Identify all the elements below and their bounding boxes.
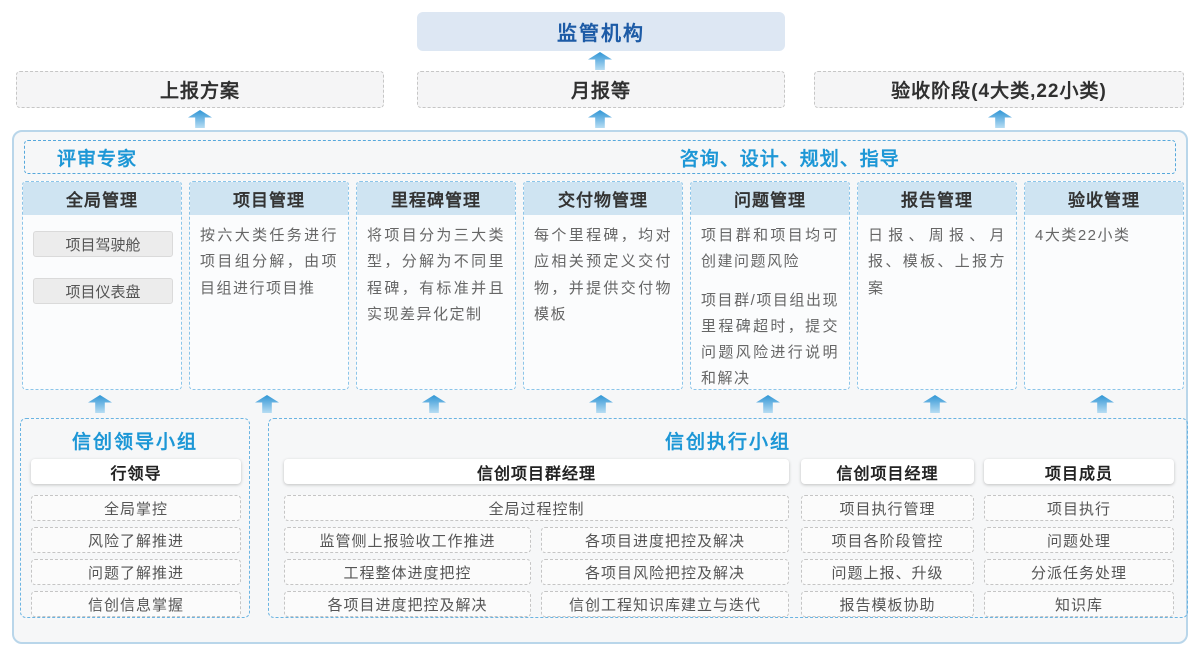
column-body: 按六大类任务进行项目组分解，由项目组进行项目推	[190, 215, 348, 310]
report-box-plan: 上报方案	[16, 71, 384, 108]
task-chip: 项目执行管理	[801, 495, 974, 521]
column-deliverable-management: 交付物管理 每个里程碑，均对应相关预定义交付物，并提供交付物模板	[523, 181, 683, 390]
column-body: 项目群和项目均可创建问题风险 项目群/项目组出现里程碑超时，提交问题风险进行说明…	[691, 215, 849, 389]
column-title: 报告管理	[858, 182, 1016, 215]
execution-group-box: 信创执行小组 信创项目群经理 全局过程控制 监管侧上报验收工作推进 工程整体进度…	[268, 418, 1188, 618]
column-body: 每个里程碑，均对应相关预定义交付物，并提供交付物模板	[524, 215, 682, 336]
column-body: 4大类22小类	[1025, 215, 1183, 257]
column-paragraph: 将项目分为三大类型，分解为不同里程碑，有标准并且实现差异化定制	[367, 227, 505, 323]
leader-group-title: 信创领导小组	[71, 432, 198, 453]
column-title: 里程碑管理	[357, 182, 515, 215]
task-chip: 分派任务处理	[984, 559, 1174, 585]
chip-project-cockpit: 项目驾驶舱	[33, 231, 173, 257]
execution-group-title: 信创执行小组	[664, 432, 791, 453]
column-global-management: 全局管理 项目驾驶舱 项目仪表盘	[22, 181, 182, 390]
task-chip: 各项目进度把控及解决	[284, 591, 531, 617]
task-chip: 风险了解推进	[31, 527, 241, 553]
up-arrow-icon	[988, 110, 1012, 128]
column-issue-management: 问题管理 项目群和项目均可创建问题风险 项目群/项目组出现里程碑超时，提交问题风…	[690, 181, 850, 390]
task-chip: 项目各阶段管控	[801, 527, 974, 553]
advisory-label: 咨询、设计、规划、指导	[679, 148, 900, 170]
report-box-monthly: 月报等	[417, 71, 785, 108]
role-bar-project-manager: 信创项目经理	[801, 459, 974, 484]
task-chip: 各项目进度把控及解决	[541, 527, 789, 553]
task-chip: 监管侧上报验收工作推进	[284, 527, 531, 553]
column-report-management: 报告管理 日报、周报、月报、模板、上报方案	[857, 181, 1017, 390]
regulator-box: 监管机构	[417, 12, 785, 51]
column-paragraph: 每个里程碑，均对应相关预定义交付物，并提供交付物模板	[534, 227, 672, 323]
task-chip: 工程整体进度把控	[284, 559, 531, 585]
leader-group-box: 信创领导小组 行领导 全局掌控 风险了解推进 问题了解推进 信创信息掌握	[20, 418, 250, 618]
column-paragraph: 按六大类任务进行项目组分解，由项目组进行项目推	[200, 227, 338, 297]
column-paragraph: 4大类22小类	[1035, 227, 1131, 244]
task-chip: 信创信息掌握	[31, 591, 241, 617]
role-bar-program-manager: 信创项目群经理	[284, 459, 789, 484]
column-title: 交付物管理	[524, 182, 682, 215]
task-chip: 知识库	[984, 591, 1174, 617]
task-chip: 报告模板协助	[801, 591, 974, 617]
column-title: 验收管理	[1025, 182, 1183, 215]
task-chip: 问题了解推进	[31, 559, 241, 585]
task-chip: 问题处理	[984, 527, 1174, 553]
task-chip: 项目执行	[984, 495, 1174, 521]
chip-project-dashboard: 项目仪表盘	[33, 278, 173, 304]
task-chip: 全局过程控制	[284, 495, 789, 521]
column-body: 日报、周报、月报、模板、上报方案	[858, 215, 1016, 310]
column-title: 项目管理	[190, 182, 348, 215]
up-arrow-icon	[188, 110, 212, 128]
report-box-acceptance: 验收阶段(4大类,22小类)	[814, 71, 1184, 108]
role-bar-project-member: 项目成员	[984, 459, 1174, 484]
column-paragraph: 日报、周报、月报、模板、上报方案	[868, 227, 1006, 297]
up-arrow-icon	[588, 110, 612, 128]
task-chip: 各项目风险把控及解决	[541, 559, 789, 585]
expert-advisory-bar: 评审专家 咨询、设计、规划、指导	[24, 140, 1176, 174]
column-title: 问题管理	[691, 182, 849, 215]
column-acceptance-management: 验收管理 4大类22小类	[1024, 181, 1184, 390]
column-project-management: 项目管理 按六大类任务进行项目组分解，由项目组进行项目推	[189, 181, 349, 390]
column-paragraph: 项目群和项目均可创建问题风险	[701, 227, 839, 271]
column-paragraph: 项目群/项目组出现里程碑超时，提交问题风险进行说明和解决	[701, 291, 839, 388]
role-bar-bank-leader: 行领导	[31, 459, 241, 484]
column-title: 全局管理	[23, 182, 181, 215]
column-body: 将项目分为三大类型，分解为不同里程碑，有标准并且实现差异化定制	[357, 215, 515, 336]
expert-label: 评审专家	[57, 148, 138, 170]
management-panel: 评审专家 咨询、设计、规划、指导 全局管理 项目驾驶舱 项目仪表盘 项目管理 按…	[12, 130, 1188, 644]
task-chip: 全局掌控	[31, 495, 241, 521]
task-chip: 信创工程知识库建立与迭代	[541, 591, 789, 617]
task-chip: 问题上报、升级	[801, 559, 974, 585]
column-milestone-management: 里程碑管理 将项目分为三大类型，分解为不同里程碑，有标准并且实现差异化定制	[356, 181, 516, 390]
up-arrow-icon	[588, 52, 612, 70]
column-body: 项目驾驶舱 项目仪表盘	[23, 215, 181, 333]
